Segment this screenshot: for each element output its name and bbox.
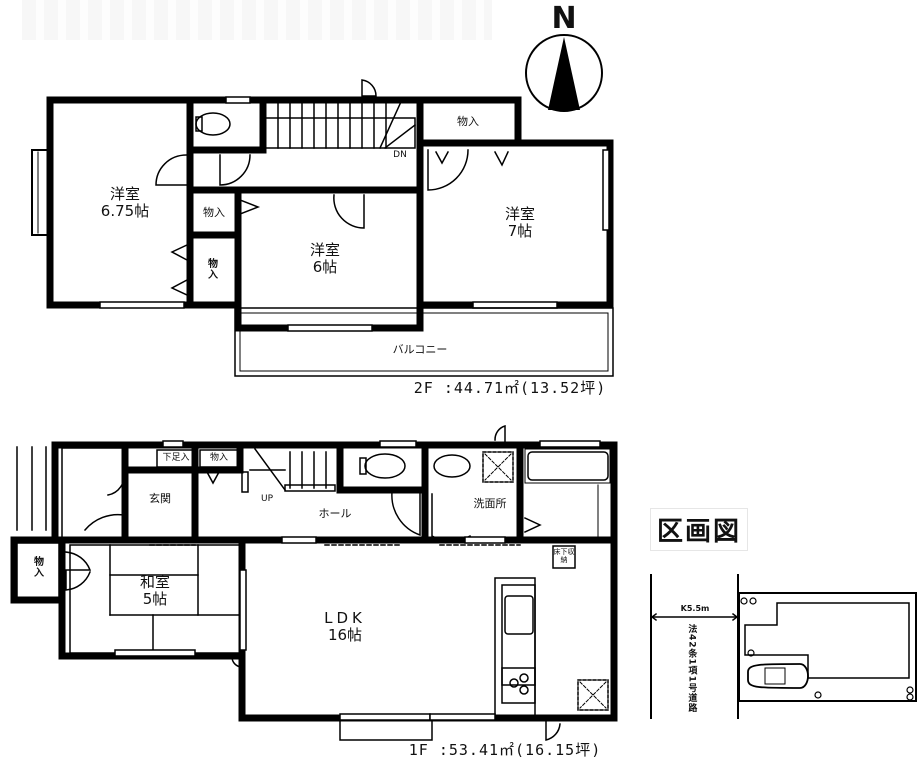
stair-up-label: UP xyxy=(260,494,273,504)
compass-north-label: N xyxy=(551,1,577,36)
room-size: 7帖 xyxy=(507,222,533,241)
balcony-label: バルコニー xyxy=(392,343,448,356)
north-arrow-icon xyxy=(525,34,603,112)
storage-label: 物入 xyxy=(209,453,228,463)
storage-label: 物入 xyxy=(203,206,225,219)
room-name: 洋室 xyxy=(109,185,140,203)
storage-label: 物入 xyxy=(457,115,479,128)
room-western-6: 洋室 6帖 xyxy=(280,241,370,277)
room-name: 和室 xyxy=(139,573,170,591)
hall-label: ホール xyxy=(318,507,352,520)
room-japanese: 和室 5帖 xyxy=(110,573,200,609)
road-type-label: 法42条1項1号道路 xyxy=(686,624,697,714)
room-western-675: 洋室 6.75帖 xyxy=(70,185,180,221)
washroom-label: 洗面所 xyxy=(473,497,507,510)
room-western-7: 洋室 7帖 xyxy=(480,205,560,241)
room-size: 6帖 xyxy=(312,258,338,277)
shoe-storage-label: 下足入 xyxy=(162,453,190,463)
storage-label: 物入 xyxy=(205,258,217,280)
storage-label: 物入 xyxy=(31,556,43,578)
faded-header-band xyxy=(22,0,492,40)
site-plan-title: 区画図 xyxy=(650,508,749,551)
room-name: 洋室 xyxy=(504,205,535,223)
room-size: 6.75帖 xyxy=(100,202,150,221)
floor2-area: 2F :44.71㎡(13.52坪) xyxy=(413,379,607,397)
site-plan-drawing xyxy=(650,574,917,719)
room-ldk: LDK 16帖 xyxy=(295,609,395,645)
room-size: 16帖 xyxy=(327,626,363,645)
stair-down-label: DN xyxy=(393,150,407,160)
floor1-area: 1F :53.41㎡(16.15坪) xyxy=(408,741,602,759)
room-size: 5帖 xyxy=(142,590,168,609)
road-width-label: K5.5m xyxy=(680,604,710,613)
entrance-label: 玄関 xyxy=(149,492,171,505)
room-name: 洋室 xyxy=(309,241,340,259)
underfloor-storage-label: 床下収納 xyxy=(553,548,575,565)
room-name: LDK xyxy=(324,609,366,627)
floor2-stairs xyxy=(264,103,417,150)
